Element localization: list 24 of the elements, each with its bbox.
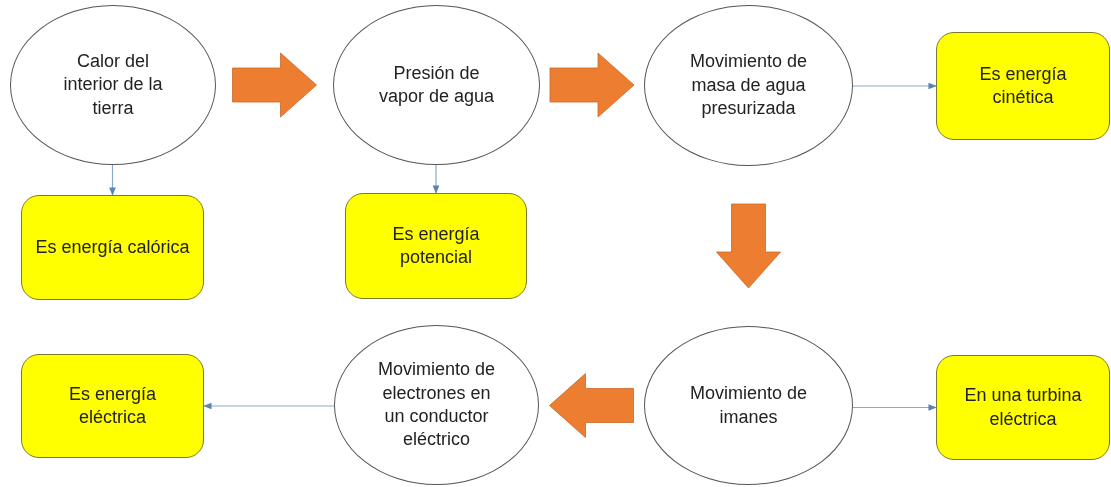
block-arrow (716, 203, 781, 289)
node-text: Es energía potencial (391, 222, 481, 269)
node-text: Movimiento de electrones en un conductor eléctrico (376, 358, 497, 452)
arrow (203, 402, 335, 410)
energy-box (936, 32, 1110, 140)
block-arrow (549, 373, 634, 438)
arrow (852, 82, 937, 90)
node-text: Movimiento de masa de agua presurizada (688, 50, 809, 121)
energy-box (345, 193, 527, 299)
node-text: Es energía eléctrica (67, 382, 158, 429)
node-text: Es energía calórica (35, 235, 190, 259)
energy-box (936, 355, 1110, 460)
node-text: Presión de vapor de agua (377, 61, 496, 108)
block-arrow (232, 52, 317, 118)
arrow (852, 404, 937, 411)
node-text: Movimiento de imanes (688, 382, 809, 429)
energy-box (21, 195, 204, 300)
arrow (109, 164, 116, 196)
node-text: Calor del interior de la tierra (62, 49, 164, 120)
node-text: Es energía cinética (978, 62, 1068, 109)
block-arrow (549, 52, 635, 118)
energy-box (21, 354, 204, 458)
arrow (432, 164, 440, 194)
node-text: En una turbina eléctrica (963, 384, 1083, 431)
